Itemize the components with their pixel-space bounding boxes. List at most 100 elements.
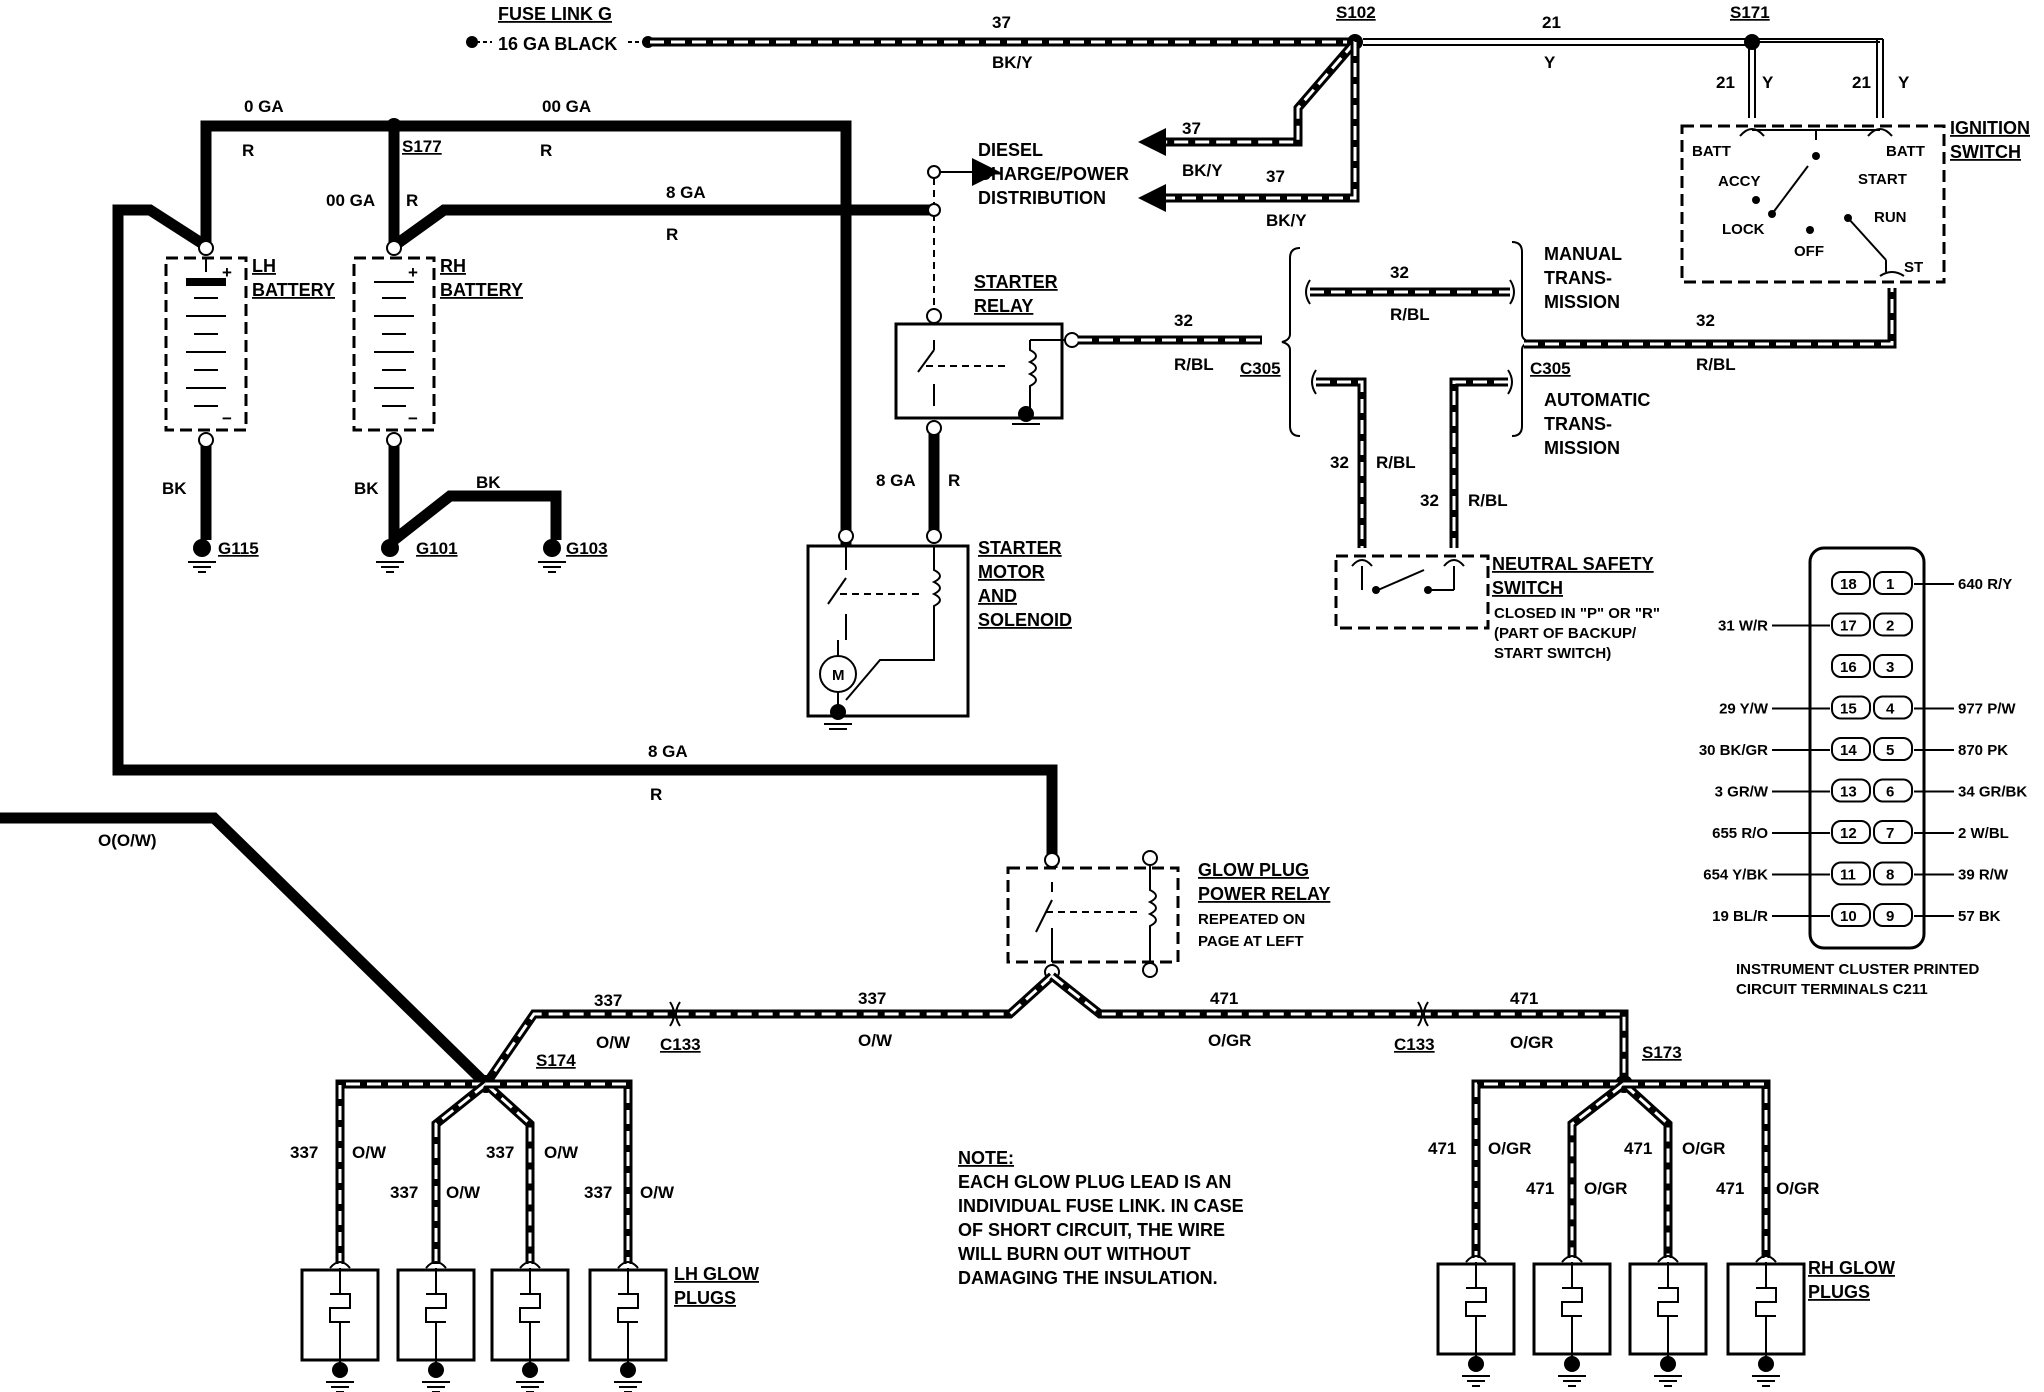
nss-note-1: CLOSED IN "P" OR "R": [1494, 605, 1660, 622]
rh-branch-color: O/GR: [1776, 1179, 1819, 1198]
note-line-3: OF SHORT CIRCUIT, THE WIRE: [958, 1220, 1225, 1240]
splice-s177-label: S177: [402, 137, 442, 156]
lh-branch-num: 337: [390, 1183, 418, 1202]
cluster-right-label: 39 R/W: [1958, 867, 2009, 884]
neutral-safety-switch: NEUTRAL SAFETY SWITCH CLOSED IN "P" OR "…: [1334, 554, 1660, 662]
auto-trans-2: TRANS-: [1544, 414, 1612, 434]
wire-21-feed: 21 Y: [1363, 13, 1750, 72]
cable-00ga-left-color: R: [406, 191, 418, 210]
starter-relay-label-1: STARTER: [974, 272, 1058, 292]
ground-g103-label: G103: [566, 539, 608, 558]
cable-8ga-color: R: [666, 225, 678, 244]
wire-37-feed: 37 BK/Y: [650, 13, 1355, 72]
ground-g115: G115: [188, 539, 259, 573]
cable-00ga-label: 00 GA: [542, 97, 591, 116]
nss-right-num: 32: [1420, 491, 1439, 510]
fuse-link-g: FUSE LINK G 16 GA BLACK: [466, 4, 654, 54]
rh-branch-color: O/GR: [1682, 1139, 1725, 1158]
cluster-right-pin: 9: [1886, 908, 1894, 925]
svg-text:+: +: [408, 263, 418, 282]
lh-battery-ground-wire: BK: [162, 479, 187, 498]
cluster-right-label: 977 P/W: [1958, 701, 2016, 718]
cable-8ga-label: 8 GA: [666, 183, 706, 202]
ign-run: RUN: [1874, 209, 1907, 226]
rh-branch-num: 471: [1526, 1179, 1554, 1198]
diesel-label-1: DIESEL: [978, 140, 1043, 160]
c133-right-label: C133: [1394, 1035, 1435, 1054]
starter-feed-gauge: 8 GA: [876, 471, 916, 490]
cluster-left-pin: 14: [1840, 742, 1857, 759]
s171-wire-color-left: Y: [1762, 73, 1774, 92]
diesel-label-3: DISTRIBUTION: [978, 188, 1106, 208]
ign-batt-left: BATT: [1692, 143, 1731, 160]
cable-0ga-color: R: [242, 141, 254, 160]
w471-color-a: O/GR: [1208, 1031, 1251, 1050]
w337-color-b: O/W: [858, 1031, 893, 1050]
manual-jumper-num: 32: [1390, 263, 1409, 282]
w337-color-a: O/W: [596, 1033, 631, 1052]
c305-left-label: C305: [1240, 359, 1281, 378]
cluster-left-pin: 10: [1840, 908, 1857, 925]
wire-orange-feed: O(O/W): [0, 812, 490, 1088]
wire-337-feed: 337 O/W 337 O/W C133: [482, 972, 1056, 1087]
cable-00ga-color: R: [540, 141, 552, 160]
splice-s102-label: S102: [1336, 3, 1376, 22]
glow-plug: [1726, 1255, 1806, 1387]
battery-cables: 0 GA R 00 GA R S177 00 GA R 8 GA R 8 GA …: [112, 97, 1058, 868]
loop-8ga-label: 8 GA: [648, 742, 688, 761]
nss-label-2: SWITCH: [1492, 578, 1563, 598]
rh-glow-label-2: PLUGS: [1808, 1282, 1870, 1302]
transmission-connectors: 32 R/BL MANUAL TRANS- MISSION AUTOMATIC …: [1281, 241, 1897, 548]
nss-note-2: (PART OF BACKUP/: [1494, 625, 1637, 642]
ignition-label-1: IGNITION: [1950, 118, 2030, 138]
manual-trans-3: MISSION: [1544, 292, 1620, 312]
rh-branch-color: O/GR: [1488, 1139, 1531, 1158]
fuse-link-gauge: 16 GA BLACK: [498, 34, 617, 54]
glow-relay-note-2: PAGE AT LEFT: [1198, 933, 1304, 950]
st-wire-color: R/BL: [1696, 355, 1736, 374]
relay-wire-32-num: 32: [1174, 311, 1193, 330]
ign-batt-right: BATT: [1886, 143, 1925, 160]
glow-plug: [396, 1261, 476, 1392]
motor-symbol: M: [832, 667, 845, 684]
c305-right-label: C305: [1530, 359, 1571, 378]
wire-32-relay: 32 R/BL C305: [1078, 311, 1281, 378]
cluster-right-label: 2 W/BL: [1958, 825, 2009, 842]
note-line-1: EACH GLOW PLUG LEAD IS AN: [958, 1172, 1231, 1192]
cluster-left-label: 3 GR/W: [1715, 784, 1769, 801]
starter-feed-color: R: [948, 471, 960, 490]
splice-s171: S171 21 Y 21 Y: [1716, 3, 1910, 118]
rh-battery-label-1: RH: [440, 256, 466, 276]
ign-accy: ACCY: [1718, 173, 1761, 190]
note-line-2: INDIVIDUAL FUSE LINK. IN CASE: [958, 1196, 1244, 1216]
cluster-left-pin: 15: [1840, 701, 1857, 718]
lh-battery-label-2: BATTERY: [252, 280, 335, 300]
lh-branch-color: O/W: [446, 1183, 481, 1202]
starter-motor-label-1: STARTER: [978, 538, 1062, 558]
svg-text:+: +: [222, 263, 232, 282]
cluster-right-pin: 7: [1886, 825, 1894, 842]
rh-battery: + − RH BATTERY BK BK: [352, 240, 562, 545]
diesel-wire-lower-num: 37: [1266, 167, 1285, 186]
cluster-right-pin: 1: [1886, 576, 1894, 593]
glow-relay-label-1: GLOW PLUG: [1198, 860, 1309, 880]
nss-left-color: R/BL: [1376, 453, 1416, 472]
cluster-right-pin: 3: [1886, 659, 1894, 676]
cluster-left-label: 19 BL/R: [1712, 908, 1768, 925]
svg-text:−: −: [222, 409, 232, 428]
glow-plug-power-relay: GLOW PLUG POWER RELAY REPEATED ON PAGE A…: [1006, 850, 1330, 980]
g103-wire-color: BK: [476, 473, 501, 492]
manual-trans-2: TRANS-: [1544, 268, 1612, 288]
nss-right-color: R/BL: [1468, 491, 1508, 510]
cluster-caption-1: INSTRUMENT CLUSTER PRINTED: [1736, 961, 1980, 978]
splice-s171-label: S171: [1730, 3, 1770, 22]
cluster-left-label: 654 Y/BK: [1703, 867, 1768, 884]
wire-21-number: 21: [1542, 13, 1561, 32]
